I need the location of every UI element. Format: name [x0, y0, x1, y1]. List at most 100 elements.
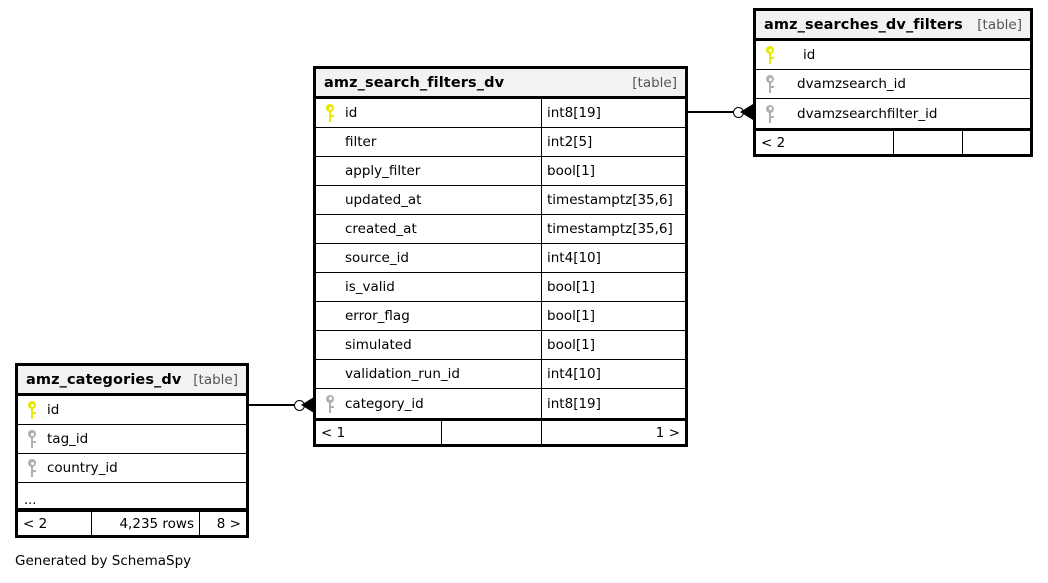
- entity-footer: < 2 4,235 rows 8 >: [18, 509, 246, 535]
- key-icon-primary: [324, 104, 337, 122]
- entity-amz-search-filters-dv[interactable]: amz_search_filters_dv [table] id int8[19…: [313, 66, 688, 447]
- column-name: dvamzsearch_id: [797, 76, 906, 92]
- column-name-cell: updated_at: [316, 186, 541, 214]
- column-name: dvamzsearchfilter_id: [797, 105, 938, 122]
- table-row[interactable]: apply_filter bool[1]: [316, 157, 685, 186]
- column-name: filter: [345, 134, 377, 150]
- column-name: id: [803, 47, 816, 63]
- column-type: int8[19]: [541, 99, 685, 127]
- entity-type-tag: [table]: [193, 371, 238, 388]
- column-type: int2[5]: [541, 128, 685, 156]
- relationship-line-search-filters-to-searches-filters: [688, 111, 738, 113]
- entity-header: amz_categories_dv [table]: [18, 366, 246, 396]
- column-list: id tag_id country_id ...: [18, 396, 246, 509]
- column-list: id int8[19] filter int2[5] apply_filter …: [316, 99, 685, 418]
- table-row[interactable]: id: [756, 41, 1030, 70]
- column-type: int8[19]: [541, 389, 685, 418]
- table-row[interactable]: filter int2[5]: [316, 128, 685, 157]
- table-row[interactable]: simulated bool[1]: [316, 331, 685, 360]
- table-row[interactable]: country_id: [18, 454, 246, 483]
- column-name: apply_filter: [345, 163, 421, 179]
- column-name: id: [47, 402, 60, 418]
- entity-header: amz_search_filters_dv [table]: [316, 69, 685, 99]
- entity-footer: < 1 1 >: [316, 418, 685, 444]
- footer-row-count: 4,235 rows: [91, 512, 199, 535]
- column-name: error_flag: [345, 308, 410, 324]
- relationship-crowsfoot-marker: [740, 104, 753, 120]
- footer-prev-relations[interactable]: < 1: [321, 424, 346, 441]
- column-type: bool[1]: [541, 157, 685, 185]
- column-name-cell: dvamzsearch_id: [756, 70, 1030, 98]
- column-name: source_id: [345, 250, 409, 266]
- table-row[interactable]: id int8[19]: [316, 99, 685, 128]
- column-name-cell: validation_run_id: [316, 360, 541, 388]
- column-name: validation_run_id: [345, 366, 460, 382]
- column-name: tag_id: [47, 431, 89, 447]
- table-row[interactable]: created_at timestamptz[35,6]: [316, 215, 685, 244]
- column-name: category_id: [345, 395, 424, 412]
- footer-prev-relations[interactable]: < 2: [23, 515, 48, 532]
- column-type: int4[10]: [541, 360, 685, 388]
- table-row[interactable]: id: [18, 396, 246, 425]
- key-icon-foreign: [764, 104, 777, 123]
- column-name: id: [345, 105, 358, 121]
- key-icon-foreign: [324, 394, 337, 413]
- entity-amz-categories-dv[interactable]: amz_categories_dv [table] id tag_id: [15, 363, 249, 538]
- column-type: int4[10]: [541, 244, 685, 272]
- column-name-cell: simulated: [316, 331, 541, 359]
- table-row[interactable]: tag_id: [18, 425, 246, 454]
- column-type: timestamptz[35,6]: [541, 215, 685, 243]
- column-name: is_valid: [345, 279, 395, 295]
- column-name-cell: dvamzsearchfilter_id: [756, 99, 1030, 128]
- entity-type-tag: [table]: [977, 16, 1022, 33]
- table-row[interactable]: error_flag bool[1]: [316, 302, 685, 331]
- entity-title: amz_search_filters_dv: [324, 74, 505, 91]
- generated-by-caption: Generated by SchemaSpy: [15, 553, 192, 569]
- column-name-cell: created_at: [316, 215, 541, 243]
- column-name-cell: id: [756, 41, 1030, 69]
- table-row[interactable]: source_id int4[10]: [316, 244, 685, 273]
- relationship-line-categories-to-search-filters: [249, 404, 299, 406]
- table-row[interactable]: is_valid bool[1]: [316, 273, 685, 302]
- footer-row-count: [441, 421, 541, 444]
- column-type: bool[1]: [541, 302, 685, 330]
- key-icon-foreign: [764, 75, 777, 93]
- key-icon-primary: [764, 46, 777, 64]
- entity-footer: < 2: [756, 128, 1030, 154]
- entity-header: amz_searches_dv_filters [table]: [756, 11, 1030, 41]
- key-icon-primary: [26, 401, 39, 419]
- entity-type-tag: [table]: [632, 74, 677, 91]
- column-name-cell: filter: [316, 128, 541, 156]
- key-icon-foreign: [26, 430, 39, 448]
- column-name: updated_at: [345, 192, 422, 208]
- column-name-cell: error_flag: [316, 302, 541, 330]
- table-row[interactable]: dvamzsearch_id: [756, 70, 1030, 99]
- column-name-cell: category_id: [316, 389, 541, 418]
- relationship-crowsfoot-marker: [301, 397, 314, 413]
- column-name-cell: source_id: [316, 244, 541, 272]
- column-type: bool[1]: [541, 273, 685, 301]
- table-row[interactable]: validation_run_id int4[10]: [316, 360, 685, 389]
- column-name-cell: country_id: [18, 454, 246, 482]
- column-name: country_id: [47, 460, 118, 476]
- key-icon-foreign: [26, 459, 39, 477]
- column-name: created_at: [345, 221, 417, 237]
- column-list: id dvamzsearch_id dvamzsearchfilter_id: [756, 41, 1030, 128]
- column-name-cell: id: [316, 99, 541, 127]
- footer-row-count: [893, 131, 962, 154]
- entity-title: amz_searches_dv_filters: [764, 16, 963, 33]
- entity-title: amz_categories_dv: [26, 371, 182, 388]
- table-row[interactable]: updated_at timestamptz[35,6]: [316, 186, 685, 215]
- footer-next-relations[interactable]: 1 >: [541, 421, 685, 444]
- footer-next-relations[interactable]: [962, 131, 1030, 154]
- column-name-cell: id: [18, 396, 246, 424]
- column-name-cell: apply_filter: [316, 157, 541, 185]
- footer-next-relations[interactable]: 8 >: [199, 512, 246, 535]
- footer-prev-relations[interactable]: < 2: [761, 134, 786, 151]
- table-row[interactable]: dvamzsearchfilter_id: [756, 99, 1030, 128]
- table-row[interactable]: category_id int8[19]: [316, 389, 685, 418]
- column-name: simulated: [345, 337, 412, 353]
- entity-amz-searches-dv-filters[interactable]: amz_searches_dv_filters [table] id dvamz…: [753, 8, 1033, 157]
- more-columns-indicator[interactable]: ...: [18, 483, 246, 509]
- column-name-cell: tag_id: [18, 425, 246, 453]
